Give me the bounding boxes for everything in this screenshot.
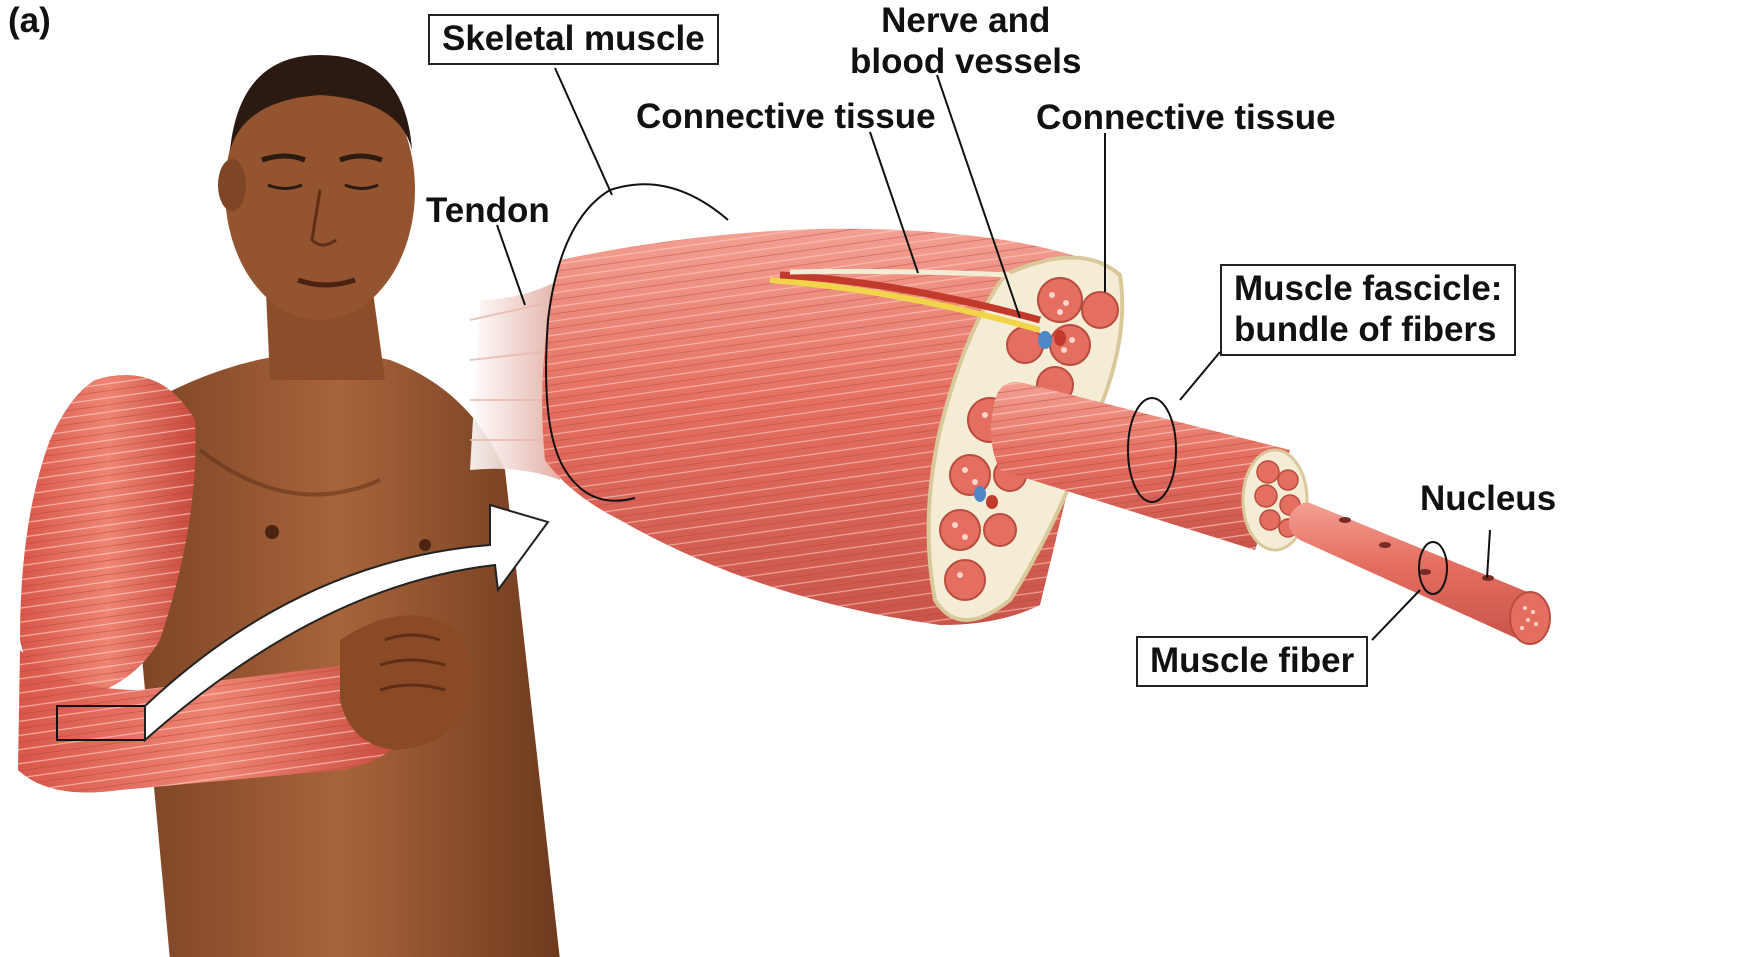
label-skeletal-muscle: Skeletal muscle xyxy=(428,14,719,65)
ear xyxy=(218,159,246,211)
muscle-fiber xyxy=(1289,503,1550,645)
label-muscle-fiber: Muscle fiber xyxy=(1136,636,1368,687)
label-nerve-blood-vessels: Nerve and blood vessels xyxy=(850,0,1081,82)
label-muscle-fascicle: Muscle fascicle: bundle of fibers xyxy=(1220,264,1516,356)
fiber-cross-section xyxy=(1510,592,1550,644)
vessel-blue xyxy=(1038,331,1052,349)
label-connective-tissue-outer: Connective tissue xyxy=(1036,97,1336,138)
panel-letter: (a) xyxy=(8,0,51,41)
label-connective-tissue-inner: Connective tissue xyxy=(636,96,936,137)
label-tendon: Tendon xyxy=(426,190,550,231)
label-nucleus: Nucleus xyxy=(1420,478,1556,519)
vessel-red xyxy=(1054,330,1066,346)
nipple xyxy=(265,525,279,539)
